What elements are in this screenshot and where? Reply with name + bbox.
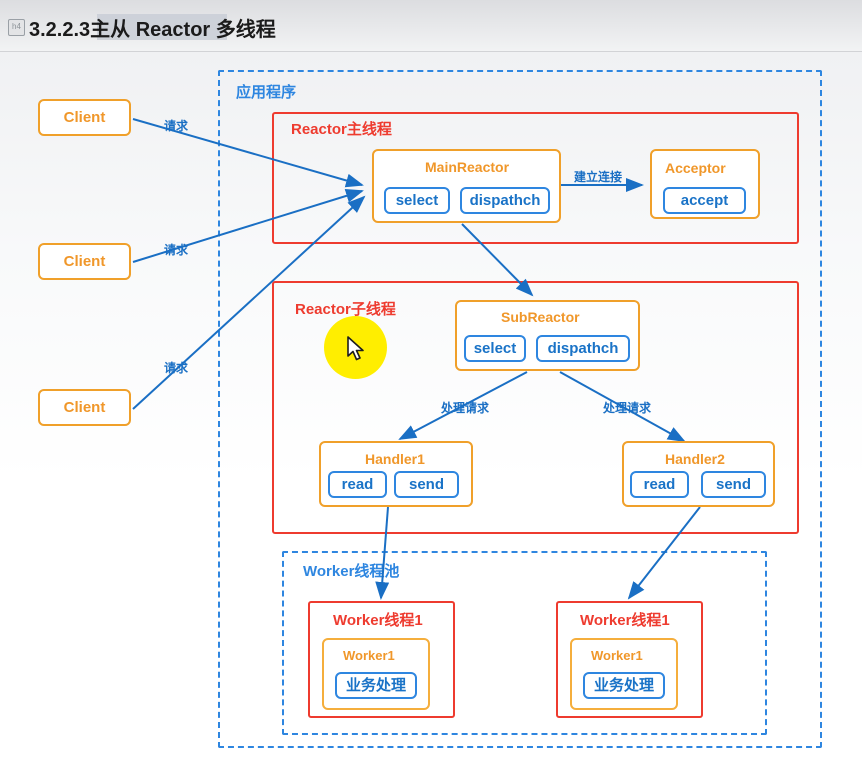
mouse-cursor-icon (347, 336, 364, 361)
handler-2-read-button[interactable]: read (630, 471, 689, 498)
acceptor-accept-button[interactable]: accept (663, 187, 746, 214)
diagram-canvas: 应用程序 Reactor主线程 Reactor子线程 Worker线程池 请求 … (0, 52, 862, 767)
app-container-label: 应用程序 (236, 84, 297, 101)
reactor-sub-thread-container (272, 281, 799, 534)
worker-thread-1-label: Worker线程1 (333, 612, 423, 629)
header-bar: h4 3.2.2.3主从 Reactor 多线程 (0, 0, 862, 52)
handle-request-arrow-label-1: 处理请求 (441, 401, 490, 415)
handler-1-title: Handler1 (365, 451, 425, 467)
handler-1-send-button[interactable]: send (394, 471, 459, 498)
worker-thread-1-box[interactable] (308, 601, 455, 718)
sub-reactor-title: SubReactor (501, 309, 580, 325)
worker-1-task-button[interactable]: 业务处理 (335, 672, 417, 699)
main-reactor-title: MainReactor (425, 159, 510, 175)
handler-2-send-button[interactable]: send (701, 471, 766, 498)
main-reactor-select-button[interactable]: select (384, 187, 450, 214)
request-arrow-label-1: 请求 (164, 119, 189, 133)
page-title: 3.2.2.3主从 Reactor 多线程 (29, 19, 276, 41)
worker-thread-2-box[interactable] (556, 601, 703, 718)
establish-connection-arrow-label: 建立连接 (574, 170, 623, 184)
client-box-1[interactable]: Client (38, 99, 131, 136)
request-arrow-label-3: 请求 (164, 361, 189, 375)
reactor-main-thread-container (272, 112, 799, 244)
sub-reactor-select-button[interactable]: select (464, 335, 526, 362)
worker-1-label: Worker1 (343, 648, 395, 663)
main-reactor-dispatch-button[interactable]: dispathch (460, 187, 550, 214)
client-box-3[interactable]: Client (38, 389, 131, 426)
worker-pool-label: Worker线程池 (303, 563, 400, 580)
reactor-sub-thread-label: Reactor子线程 (295, 301, 396, 318)
handle-request-arrow-label-2: 处理请求 (603, 401, 652, 415)
title-selection-highlight (97, 14, 227, 40)
worker-2-task-button[interactable]: 业务处理 (583, 672, 665, 699)
worker-2-label: Worker1 (591, 648, 643, 663)
worker-pool-container (282, 551, 767, 735)
request-arrow-label-2: 请求 (164, 243, 189, 257)
reactor-main-thread-label: Reactor主线程 (291, 121, 392, 138)
app-container (218, 70, 822, 748)
worker-thread-2-label: Worker线程1 (580, 612, 670, 629)
handler-2-title: Handler2 (665, 451, 725, 467)
acceptor-title: Acceptor (665, 160, 726, 176)
client-box-2[interactable]: Client (38, 243, 131, 280)
sub-reactor-dispatch-button[interactable]: dispathch (536, 335, 630, 362)
connector-layer (132, 118, 701, 600)
handler-1-read-button[interactable]: read (328, 471, 387, 498)
heading-level-badge: h4 (8, 19, 25, 36)
